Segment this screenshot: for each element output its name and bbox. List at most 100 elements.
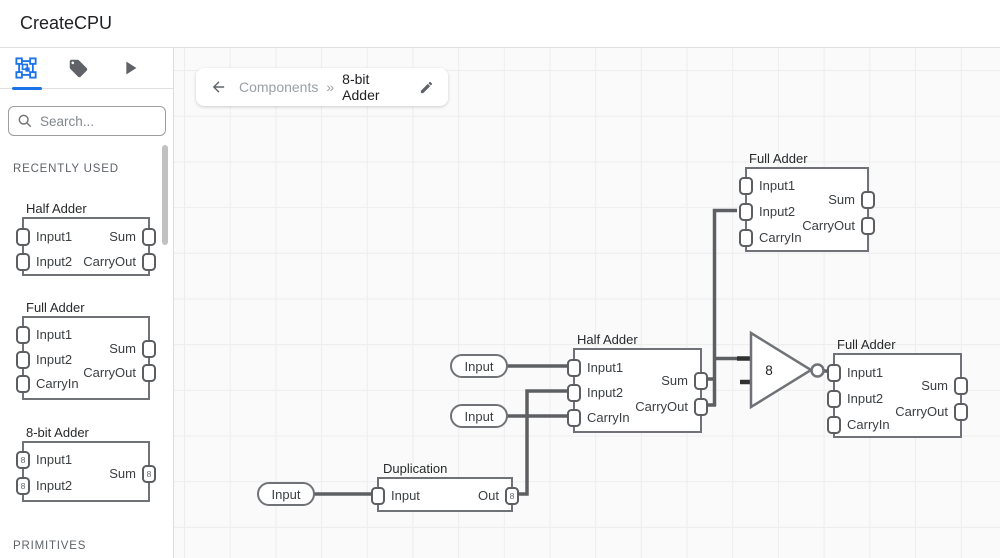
- port-label: CarryOut: [895, 404, 948, 419]
- input-node-3[interactable]: Input: [257, 482, 315, 506]
- component-title: 8-bit Adder: [26, 425, 89, 440]
- port-input2[interactable]: [16, 351, 30, 369]
- port-input2[interactable]: [16, 253, 30, 271]
- component-title: Half Adder: [26, 201, 87, 216]
- port-label: Input2: [36, 352, 73, 367]
- library-8bit-adder[interactable]: 8-bit Adder 8 8 8 Input1 Input2 Sum: [16, 425, 156, 502]
- gate-bus-width-label: 8: [765, 363, 773, 378]
- port-label: Input1: [36, 452, 73, 467]
- port-label: Input2: [36, 478, 73, 493]
- port-input1[interactable]: [567, 359, 581, 377]
- component-select-icon: [15, 57, 37, 79]
- port-label: CarryOut: [635, 399, 688, 414]
- port-sum[interactable]: [142, 340, 156, 358]
- port-label: Input1: [847, 365, 884, 380]
- port-sum[interactable]: [954, 377, 968, 395]
- port-carryout[interactable]: [142, 253, 156, 271]
- port-carryout[interactable]: [861, 217, 875, 235]
- port-label: Input2: [36, 254, 73, 269]
- port-out[interactable]: 8: [505, 487, 519, 505]
- port-sum[interactable]: [694, 372, 708, 390]
- port-label: Input2: [847, 391, 884, 406]
- input-node-1[interactable]: Input: [450, 354, 508, 378]
- port-label: CarryIn: [759, 230, 802, 245]
- canvas-half-adder[interactable]: Half Adder Input1 Input2 CarryIn Sum Car…: [567, 332, 708, 433]
- section-recently-used: RECENTLY USED: [13, 163, 119, 175]
- component-title: Full Adder: [26, 300, 85, 315]
- input-node-label: Input: [271, 486, 301, 502]
- port-label: Out: [478, 488, 499, 503]
- library-full-adder[interactable]: Full Adder Input1 Input2 CarryIn Sum Car…: [16, 300, 156, 400]
- port-label: Input2: [759, 204, 796, 219]
- tab-simulate[interactable]: [104, 48, 156, 88]
- port-input2[interactable]: [739, 203, 753, 221]
- section-primitives: PRIMITIVES: [13, 540, 87, 552]
- port-carryout[interactable]: [954, 403, 968, 421]
- pencil-icon: [420, 81, 433, 93]
- search-input[interactable]: [40, 113, 150, 129]
- tag-icon: [69, 59, 87, 77]
- port-label: Sum: [109, 229, 136, 244]
- tab-components[interactable]: [0, 48, 52, 90]
- bus-width-badge: 8: [509, 490, 515, 501]
- breadcrumb-parent[interactable]: Components: [238, 79, 319, 95]
- input-node-label: Input: [464, 358, 494, 374]
- component-title: Full Adder: [749, 151, 808, 166]
- port-input1[interactable]: [739, 177, 753, 195]
- port-carryin[interactable]: [567, 409, 581, 427]
- port-input1[interactable]: [16, 228, 30, 246]
- port-carryin[interactable]: [827, 416, 841, 434]
- search-icon: [18, 114, 32, 128]
- tab-tags[interactable]: [52, 48, 104, 88]
- port-label: Input1: [759, 178, 796, 193]
- canvas-duplication[interactable]: Duplication 8 Input Out: [371, 461, 519, 512]
- port-carryout[interactable]: [142, 364, 156, 382]
- port-label: Sum: [109, 341, 136, 356]
- port-label: Sum: [921, 378, 948, 393]
- back-arrow-icon[interactable]: [210, 78, 227, 96]
- canvas-full-adder-right[interactable]: Full Adder Input1 Input2 CarryIn Sum Car…: [827, 337, 968, 438]
- app-title: CreateCPU: [20, 13, 113, 33]
- bus-width-badge: 8: [20, 480, 26, 491]
- port-label: Sum: [661, 373, 688, 388]
- port-label: Input: [391, 488, 420, 503]
- port-label: Input1: [587, 360, 624, 375]
- port-label: Sum: [109, 466, 136, 481]
- port-sum[interactable]: [142, 228, 156, 246]
- port-carryout[interactable]: [694, 398, 708, 416]
- port-label: CarryOut: [802, 218, 855, 233]
- port-input1[interactable]: [827, 364, 841, 382]
- port-label: Sum: [828, 192, 855, 207]
- breadcrumb: Components » 8-bit Adder: [196, 68, 448, 106]
- port-input2[interactable]: [827, 390, 841, 408]
- sidebar-scrollbar[interactable]: [162, 145, 168, 245]
- port-label: CarryIn: [36, 376, 79, 391]
- port-sum[interactable]: 8: [142, 465, 156, 483]
- input-node-label: Input: [464, 408, 494, 424]
- port-carryin[interactable]: [739, 229, 753, 247]
- play-icon: [126, 61, 137, 75]
- search-box[interactable]: [8, 106, 166, 136]
- port-label: CarryIn: [587, 410, 630, 425]
- port-input[interactable]: [371, 487, 385, 505]
- port-input1[interactable]: [16, 326, 30, 344]
- app-header: CreateCPU: [0, 0, 1000, 48]
- component-title: Half Adder: [577, 332, 638, 347]
- port-input2[interactable]: [567, 384, 581, 402]
- canvas-full-adder-top[interactable]: Full Adder Input1 Input2 CarryIn Sum Car…: [739, 151, 875, 252]
- port-input2[interactable]: 8: [16, 477, 30, 495]
- canvas[interactable]: [174, 48, 1000, 558]
- breadcrumb-current: 8-bit Adder: [342, 71, 380, 103]
- port-label: Input1: [36, 229, 73, 244]
- sidebar-tabbar: [0, 48, 173, 90]
- edit-name-button[interactable]: [419, 80, 434, 95]
- port-input1[interactable]: 8: [16, 451, 30, 469]
- bus-width-badge: 8: [146, 468, 152, 479]
- component-title: Duplication: [383, 461, 448, 476]
- library-half-adder[interactable]: Half Adder Input1 Input2 Sum CarryOut: [16, 201, 156, 276]
- port-carryin[interactable]: [16, 375, 30, 393]
- port-label: CarryIn: [847, 417, 890, 432]
- input-node-2[interactable]: Input: [450, 404, 508, 428]
- port-label: CarryOut: [83, 365, 136, 380]
- port-sum[interactable]: [861, 191, 875, 209]
